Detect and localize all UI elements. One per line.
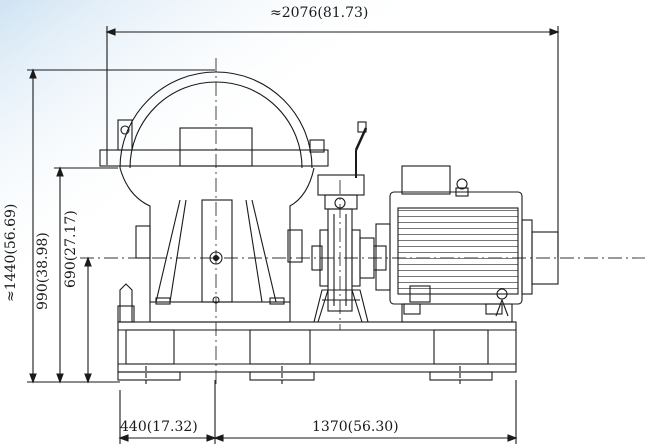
overall-length-label: ≈2076(81.73) [270,5,369,21]
brake-coupling-assembly [311,121,387,323]
shaft-center-height-label: 690(27.17) [63,210,79,288]
left-offset-label: 440(17.32) [120,419,198,435]
overall-height-dimension-line [27,68,215,384]
overall-height-label: ≈1440(56.69) [3,203,19,302]
frame-height-dimension-line [54,166,118,384]
electric-motor [375,165,559,323]
shaft-height-dimension-line [84,256,92,384]
overall-length-dimension-line [105,26,560,258]
gearbox [99,71,329,323]
base-span-label: 1370(56.30) [312,419,399,435]
bottom-dimension-lines [118,380,518,444]
base-frame [117,321,517,384]
frame-height-label: 990(38.98) [35,232,51,310]
center-lines [80,58,645,388]
